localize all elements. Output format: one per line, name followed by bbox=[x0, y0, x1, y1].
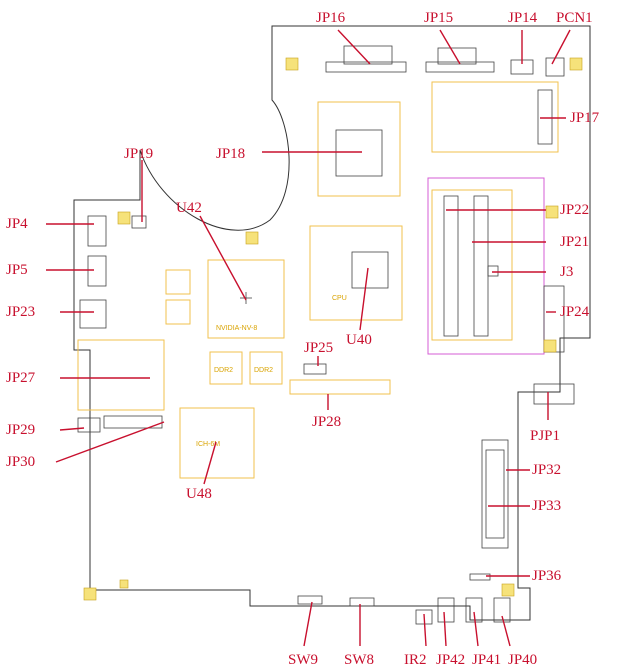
label-pcn1: PCN1 bbox=[556, 10, 593, 26]
jp15-connector bbox=[425, 47, 495, 73]
jp17-connector bbox=[431, 81, 559, 153]
jp4-connector bbox=[87, 215, 107, 247]
label-jp41: JP41 bbox=[472, 652, 501, 668]
jp25-connector bbox=[303, 363, 327, 375]
mounting-pads bbox=[83, 57, 583, 601]
label-jp17: JP17 bbox=[570, 110, 600, 126]
j3-component bbox=[487, 265, 499, 277]
label-jp15: JP15 bbox=[424, 10, 453, 26]
sw9-switch bbox=[297, 595, 323, 605]
label-ir2: IR2 bbox=[404, 652, 427, 668]
jp32-connector bbox=[481, 439, 509, 549]
label-jp18: JP18 bbox=[216, 146, 245, 162]
pcn1-connector bbox=[545, 57, 565, 77]
svg-text:DDR2: DDR2 bbox=[254, 367, 273, 374]
jp28-connector bbox=[289, 379, 391, 395]
label-pjp1: PJP1 bbox=[530, 428, 560, 444]
svg-text:CPU: CPU bbox=[332, 295, 347, 302]
label-sw8: SW8 bbox=[344, 652, 374, 668]
label-jp16: JP16 bbox=[316, 10, 346, 26]
jp41-connector bbox=[465, 597, 483, 623]
svg-text:DDR2: DDR2 bbox=[214, 367, 233, 374]
jp19-connector bbox=[131, 215, 147, 229]
label-jp25: JP25 bbox=[304, 340, 333, 356]
label-jp21: JP21 bbox=[560, 234, 589, 250]
board-outline bbox=[73, 25, 591, 621]
jp23-connector bbox=[79, 299, 107, 329]
label-jp28: JP28 bbox=[312, 414, 341, 430]
label-jp5: JP5 bbox=[6, 262, 28, 278]
jp5-connector bbox=[87, 255, 107, 287]
label-jp22: JP22 bbox=[560, 202, 589, 218]
label-jp4: JP4 bbox=[6, 216, 28, 232]
label-jp14: JP14 bbox=[508, 10, 538, 26]
jp27-connector bbox=[77, 339, 165, 411]
label-jp19: JP19 bbox=[124, 146, 153, 162]
gpu-u42: NVIDIA-NV-8 bbox=[207, 259, 285, 339]
jp16-connector bbox=[325, 45, 407, 73]
ddr-chip-3: DDR2 bbox=[209, 351, 243, 385]
jp17-slot bbox=[537, 89, 553, 145]
pjp1-connector bbox=[533, 383, 575, 405]
sw8-switch bbox=[349, 597, 375, 607]
label-u42: U42 bbox=[176, 200, 202, 216]
label-u40: U40 bbox=[346, 332, 372, 348]
chip-u48: ICH-6M bbox=[179, 407, 255, 479]
label-jp29: JP29 bbox=[6, 422, 35, 438]
label-jp42: JP42 bbox=[436, 652, 465, 668]
label-jp27: JP27 bbox=[6, 370, 36, 386]
leader-lines bbox=[46, 29, 571, 647]
chip-u40: CPU bbox=[309, 225, 403, 321]
jp40-connector bbox=[493, 597, 511, 623]
ddr-chip-2 bbox=[165, 299, 191, 325]
label-u48: U48 bbox=[186, 486, 212, 502]
label-j3: J3 bbox=[560, 264, 573, 280]
label-jp24: JP24 bbox=[560, 304, 590, 320]
jp29-connector bbox=[77, 417, 101, 433]
jp36-connector bbox=[469, 573, 491, 581]
jp42-connector bbox=[437, 597, 455, 623]
label-sw9: SW9 bbox=[288, 652, 318, 668]
label-jp40: JP40 bbox=[508, 652, 537, 668]
jp33-connector bbox=[485, 449, 505, 539]
ddr-chip-4: DDR2 bbox=[249, 351, 283, 385]
ddr-chip-1 bbox=[165, 269, 191, 295]
label-jp23: JP23 bbox=[6, 304, 35, 320]
label-jp30: JP30 bbox=[6, 454, 35, 470]
label-jp32: JP32 bbox=[532, 462, 561, 478]
cpu-socket-jp18 bbox=[317, 101, 401, 197]
label-jp33: JP33 bbox=[532, 498, 561, 514]
memory-slot-jp21-jp22 bbox=[427, 177, 545, 355]
label-jp36: JP36 bbox=[532, 568, 562, 584]
u42-chip-text: NVIDIA-NV-8 bbox=[216, 325, 257, 332]
svg-text:ICH-6M: ICH-6M bbox=[196, 441, 220, 448]
